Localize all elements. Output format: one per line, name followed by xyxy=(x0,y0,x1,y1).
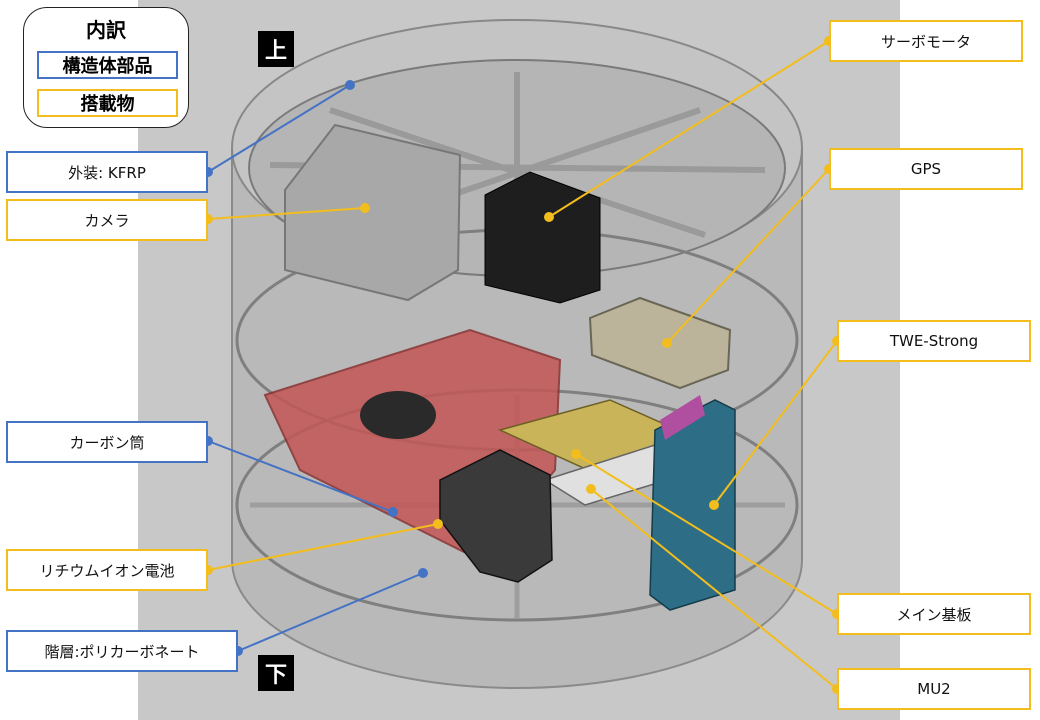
label-battery: リチウムイオン電池 xyxy=(6,549,208,591)
legend-payload: 搭載物 xyxy=(37,89,178,117)
direction-top: 上 xyxy=(258,31,294,67)
label-twe-strong: TWE-Strong xyxy=(837,320,1031,362)
label-mu2: MU2 xyxy=(837,668,1031,710)
legend-title: 内訳 xyxy=(86,18,126,42)
label-layer: 階層:ポリカーボネート xyxy=(6,630,238,672)
label-servo: サーボモータ xyxy=(829,20,1023,62)
label-camera: カメラ xyxy=(6,199,208,241)
label-main-board: メイン基板 xyxy=(837,593,1031,635)
label-exterior: 外装: KFRP xyxy=(6,151,208,193)
direction-bottom: 下 xyxy=(258,655,294,691)
legend: 内訳 構造体部品 搭載物 xyxy=(23,7,189,128)
legend-structural-parts: 構造体部品 xyxy=(37,51,178,79)
label-carbon-tube: カーボン筒 xyxy=(6,421,208,463)
label-gps: GPS xyxy=(829,148,1023,190)
